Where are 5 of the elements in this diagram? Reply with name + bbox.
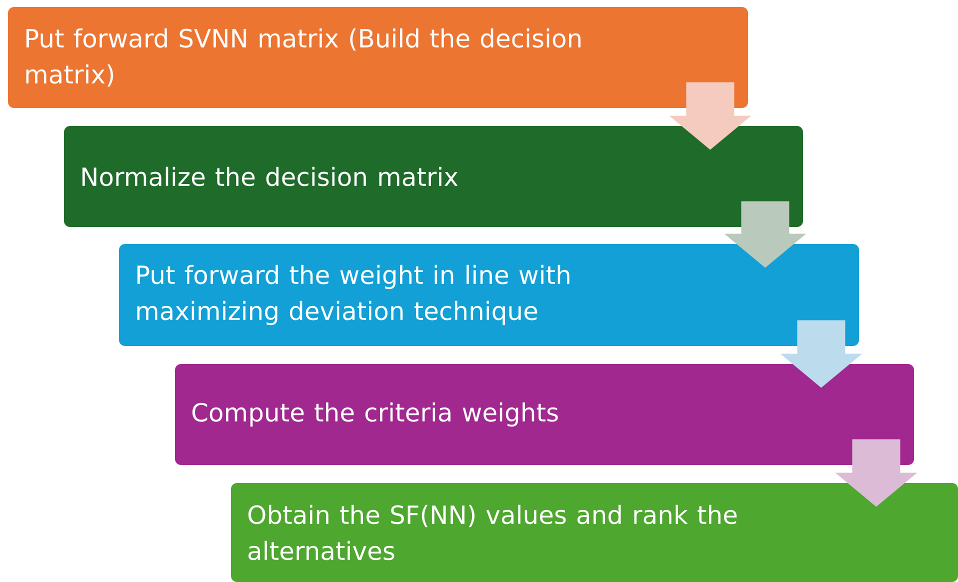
step-box: Compute the criteria weights [175, 364, 914, 465]
step-box: Normalize the decision matrix [64, 126, 803, 227]
step-box: Obtain the SF(NN) values and rank the alternatives [231, 483, 958, 582]
step-box: Put forward SVNN matrix (Build the decision matrix) [8, 7, 748, 108]
step-box: Put forward the weight in line with maximizing deviation technique [119, 244, 859, 346]
